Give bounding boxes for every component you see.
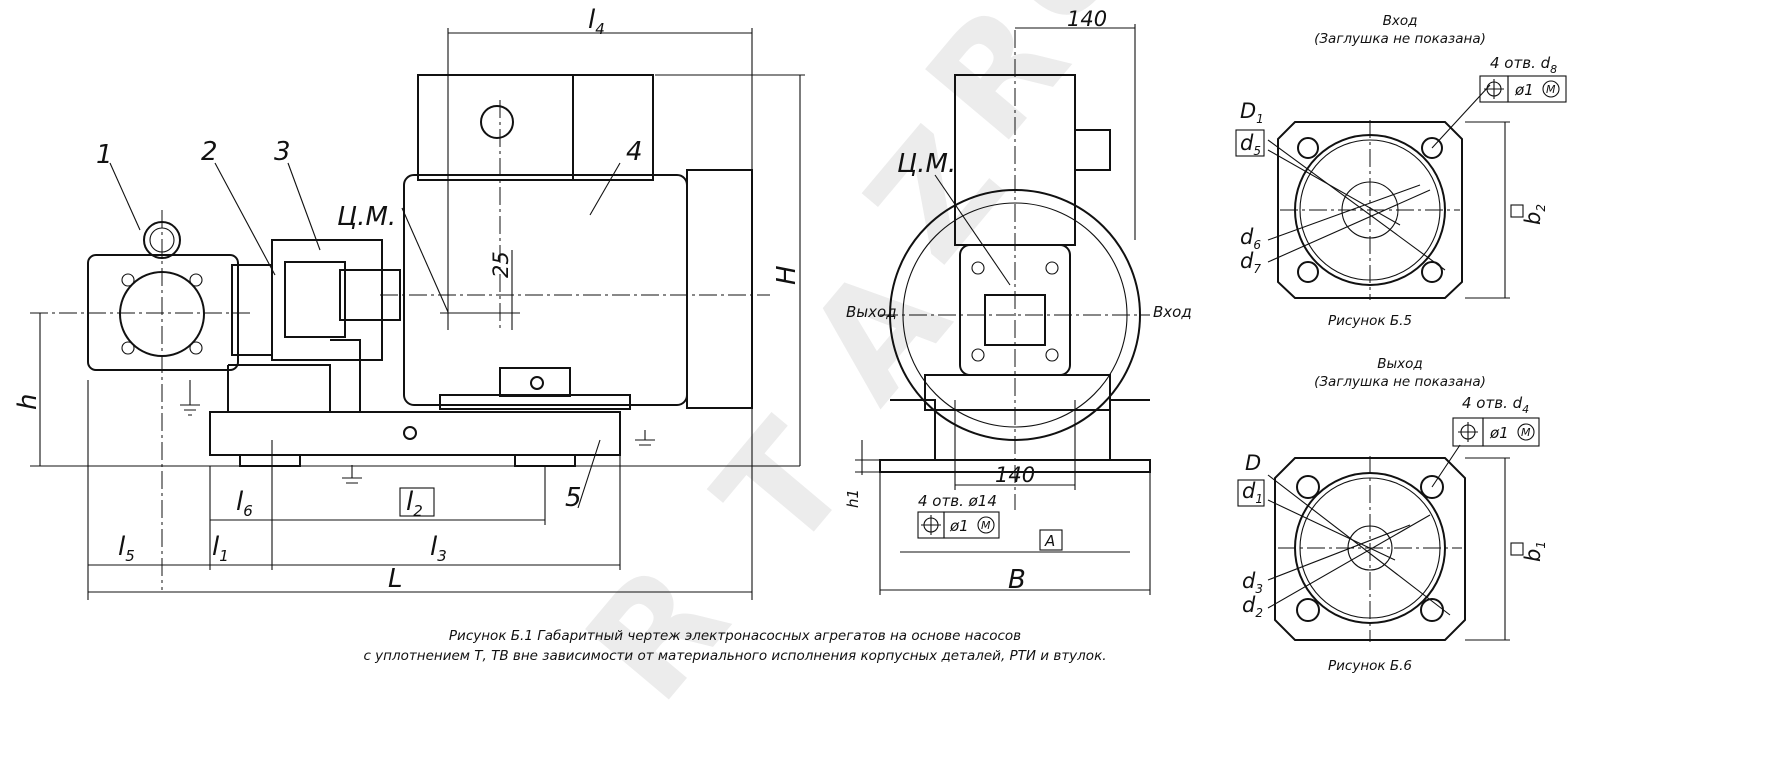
side-dim-140-top: 140 — [1067, 7, 1107, 31]
dim-l2: l2 — [406, 487, 423, 520]
side-center-of-mass-label: Ц.М. — [897, 149, 956, 179]
dim-L: L — [388, 564, 403, 594]
b5-tolerance-modifier: M — [1546, 83, 1556, 96]
center-of-mass-label: Ц.М. — [337, 202, 396, 232]
part-label-5: 5 — [565, 483, 582, 513]
figure-b6-outlet-flange: Выход (Заглушка не показана) 4 отв. d4 ø… — [1237, 356, 1548, 674]
b6-subtitle: (Заглушка не показана) — [1314, 374, 1486, 390]
dim-l6: l6 — [236, 487, 253, 520]
b5-d5: d5 — [1240, 131, 1261, 158]
side-tolerance-modifier: M — [981, 519, 991, 532]
figure-b5-inlet-flange: Вход (Заглушка не показана) 4 отв. d8 ø1… — [1235, 13, 1567, 329]
side-datum-A: A — [1044, 532, 1055, 550]
b5-d6: d6 — [1240, 225, 1261, 252]
main-view: 1 2 3 4 5 Ц.М. l4 H h 25 l6 l2 l5 l1 l3 … — [13, 5, 805, 600]
b6-D: D — [1245, 451, 1261, 475]
b5-D1: D1 — [1240, 99, 1264, 126]
b5-subtitle: (Заглушка не показана) — [1314, 31, 1486, 47]
b6-d3: d3 — [1242, 569, 1263, 596]
b5-caption: Рисунок Б.5 — [1328, 313, 1412, 329]
dim-l3: l3 — [430, 532, 447, 565]
b5-b2: b2 — [1521, 204, 1548, 225]
side-dim-140-mid: 140 — [995, 463, 1035, 487]
dim-l4: l4 — [588, 5, 605, 38]
b5-tolerance-value: ø1 — [1514, 81, 1534, 99]
pump-bracket — [227, 364, 331, 412]
side-dim-h1: h1 — [844, 489, 862, 508]
b6-tolerance-value: ø1 — [1489, 424, 1509, 442]
b6-b1: b1 — [1521, 541, 1548, 562]
electric-motor — [403, 74, 753, 410]
b6-holes-label: 4 отв. d4 — [1462, 394, 1529, 416]
side-holes-label: 4 отв. ø14 — [918, 492, 997, 510]
side-inlet-label: Вход — [1153, 303, 1192, 321]
dim-h: h — [13, 394, 43, 410]
b6-d1: d1 — [1242, 479, 1263, 506]
caption-line-1: Рисунок Б.1 Габаритный чертеж электронас… — [449, 628, 1021, 644]
part-label-4: 4 — [626, 137, 643, 167]
b6-d2: d2 — [1242, 593, 1263, 620]
dim-l1: l1 — [212, 532, 229, 565]
part-label-1: 1 — [96, 140, 113, 170]
coupling — [271, 239, 401, 361]
b5-title: Вход — [1383, 13, 1418, 29]
part-label-3: 3 — [274, 137, 291, 167]
b6-tolerance-modifier: M — [1521, 426, 1531, 439]
b5-d7: d7 — [1240, 249, 1261, 276]
side-dim-B: B — [1008, 565, 1026, 595]
part-label-2: 2 — [201, 137, 218, 167]
dim-H: H — [772, 265, 802, 285]
watermark-letter-2: T — [684, 393, 883, 583]
side-tolerance-value: ø1 — [949, 517, 969, 535]
gear-pump — [87, 221, 273, 371]
side-view: 140 Ц.М. Выход Вход 140 h1 4 отв. ø14 ø1… — [844, 7, 1192, 595]
b6-title: Выход — [1377, 356, 1423, 372]
b6-caption: Рисунок Б.6 — [1328, 658, 1412, 674]
caption-line-2: с уплотнением Т, ТВ вне зависимости от м… — [363, 648, 1106, 664]
dim-l5: l5 — [118, 532, 135, 565]
figure-caption: Рисунок Б.1 Габаритный чертеж электронас… — [363, 628, 1106, 664]
dim-25: 25 — [489, 251, 513, 278]
ground-symbols — [180, 380, 655, 484]
b5-holes-label: 4 отв. d8 — [1490, 54, 1557, 76]
side-outlet-label: Выход — [846, 303, 897, 321]
